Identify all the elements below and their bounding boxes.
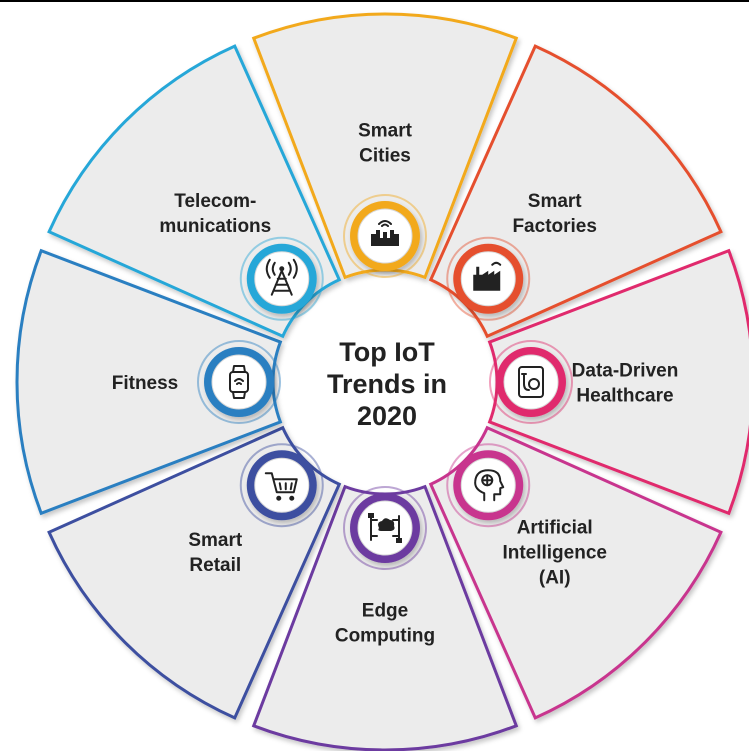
segment-label-line: Data-Driven <box>572 361 679 382</box>
icon-badge <box>343 194 427 278</box>
icon-badge <box>239 443 324 528</box>
segment-fitness: Fitness <box>15 248 283 516</box>
segment-label-line: Fitness <box>112 373 179 394</box>
segment-label-line: Edge <box>362 601 408 622</box>
segment-label-line: Healthcare <box>576 386 673 407</box>
segment-telecom-munications: Telecom-munications <box>47 44 342 339</box>
health-tablet-icon <box>518 366 544 398</box>
icon-badge <box>343 486 427 570</box>
segment-label-line: munications <box>159 216 271 237</box>
shopping-cart-icon <box>264 472 298 501</box>
segment-label-line: Retail <box>189 555 241 576</box>
title-line-3: 2020 <box>357 401 417 431</box>
smart-city-icon <box>371 220 399 246</box>
factory-icon <box>473 261 502 291</box>
icon-badge <box>446 236 531 321</box>
segment-label-line: Smart <box>358 121 413 142</box>
segment-label-line: Telecom- <box>174 191 256 212</box>
title-line-2: Trends in <box>327 369 447 399</box>
segment-label-line: Smart <box>528 191 583 212</box>
segment-label-line: Factories <box>512 216 596 237</box>
edge-network-icon <box>368 513 402 543</box>
icon-badge <box>239 236 324 321</box>
segment-label-line: Artificial <box>517 518 593 539</box>
icon-badge <box>446 443 531 528</box>
icon-badge <box>197 340 281 424</box>
icon-badge <box>489 340 573 424</box>
segment-label-line: Computing <box>335 626 435 647</box>
ai-head-icon <box>474 469 505 502</box>
top-border <box>0 0 749 2</box>
segment-label-line: Cities <box>359 146 411 167</box>
smartwatch-icon <box>229 365 249 399</box>
title-line-1: Top IoT <box>339 337 435 367</box>
segment-label-line: Smart <box>188 530 243 551</box>
segment-label-line: Intelligence <box>502 543 607 564</box>
signal-tower-icon <box>265 258 298 296</box>
segment-label-line: (AI) <box>539 568 571 589</box>
